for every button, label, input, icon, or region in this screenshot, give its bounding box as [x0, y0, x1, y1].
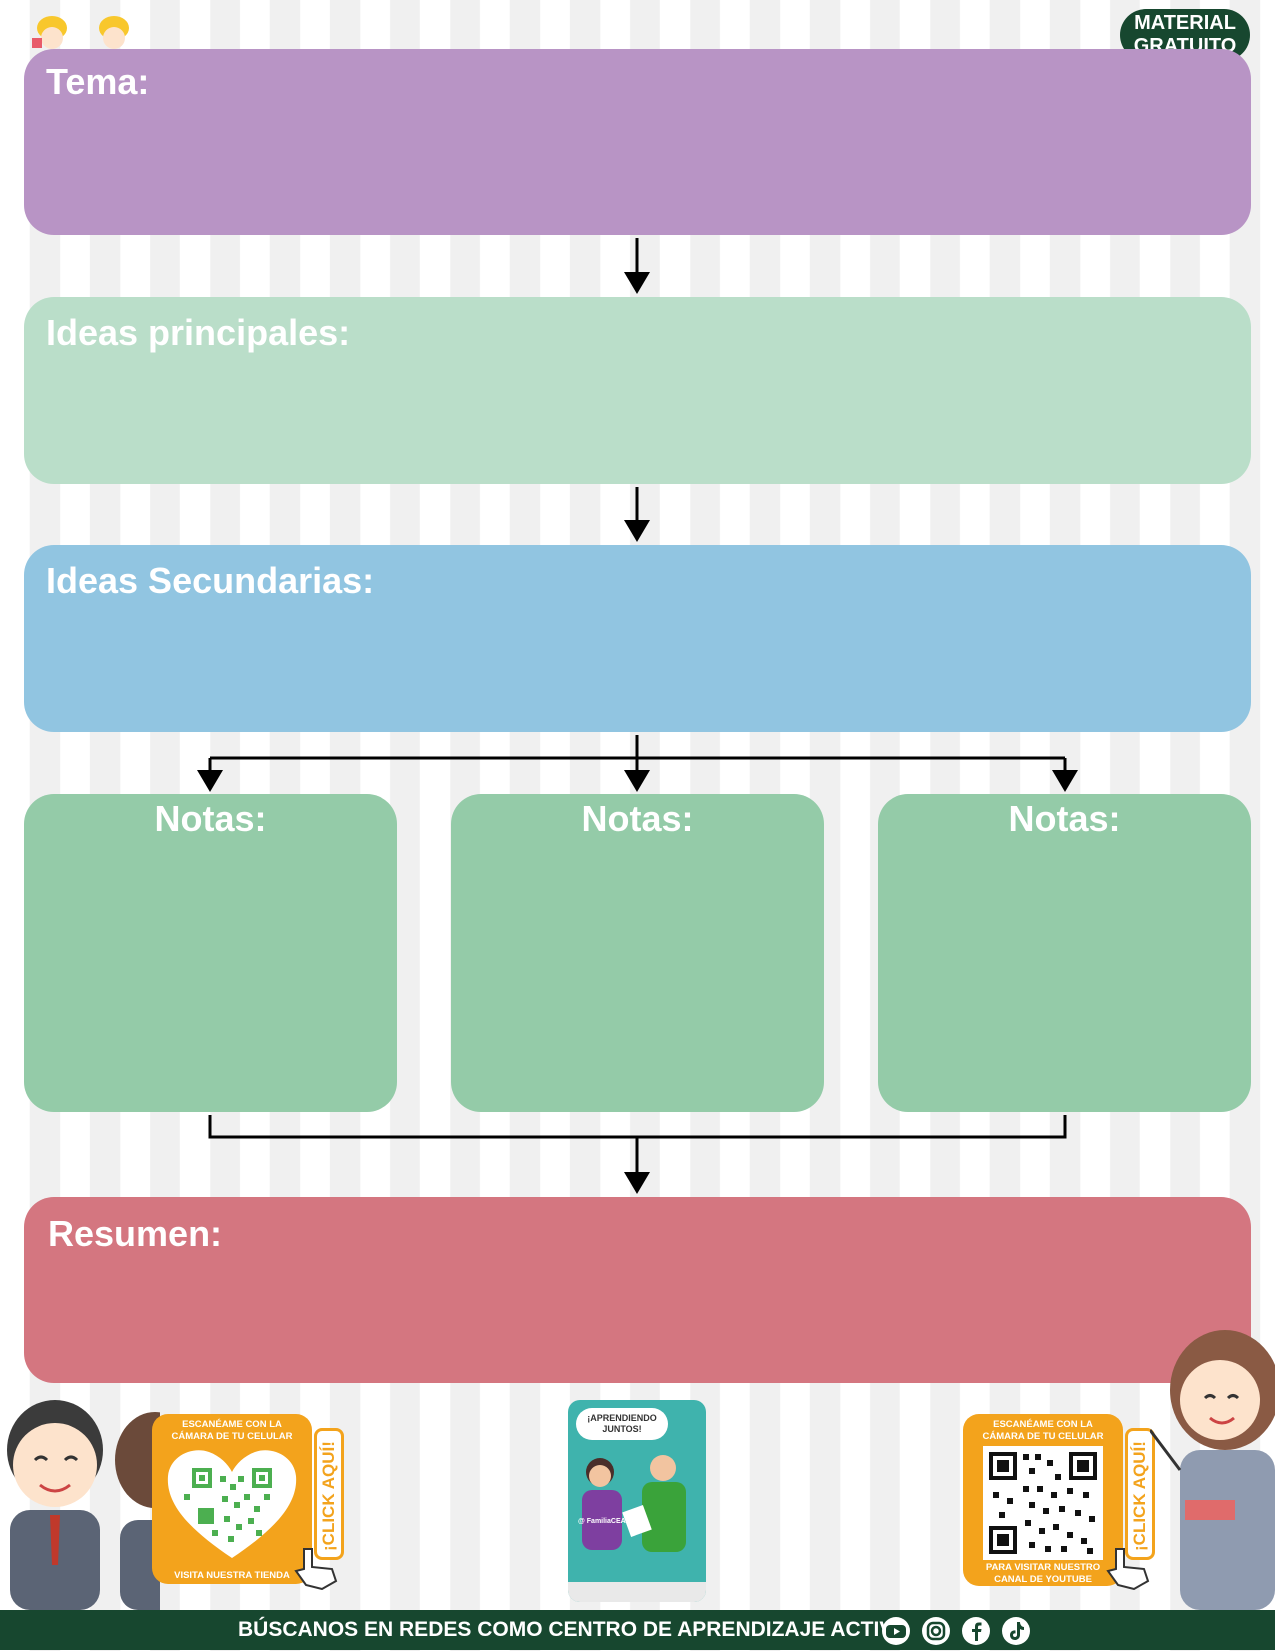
kids-illustration-top-left: [22, 8, 142, 50]
qr-card-store[interactable]: ESCANÉAME CON LA CÁMARA DE TU CELULAR VI…: [152, 1414, 312, 1584]
arrowhead-3a: [197, 770, 223, 792]
notas-box-1[interactable]: Notas:: [24, 794, 397, 1112]
resumen-label: Resumen:: [48, 1213, 223, 1254]
click-here-tab-right[interactable]: ¡CLICK AQUÍ!: [1125, 1428, 1155, 1560]
notas-box-3[interactable]: Notas:: [878, 794, 1251, 1112]
qr-youtube-caption-bottom: PARA VISITAR NUESTRO CANAL DE YOUTUBE: [985, 1562, 1101, 1585]
footer-bar: BÚSCANOS EN REDES COMO CENTRO DE APRENDI…: [0, 1610, 1275, 1650]
pointer-hand-icon: [292, 1545, 342, 1591]
qr-youtube-caption-top: ESCANÉAME CON LA CÁMARA DE TU CELULAR: [982, 1419, 1104, 1442]
phone-handle: @ FamiliaCEAA: [578, 1518, 631, 1525]
arrowhead-2: [624, 520, 650, 542]
notas-label-1: Notas:: [154, 798, 267, 839]
resumen-box[interactable]: Resumen:: [24, 1197, 1251, 1383]
tema-box[interactable]: Tema:: [24, 49, 1251, 235]
instagram-icon[interactable]: [922, 1617, 950, 1645]
facebook-icon[interactable]: [962, 1617, 990, 1645]
arrow-notas-merge: [208, 1115, 1067, 1180]
notas-label-2: Notas:: [581, 798, 694, 839]
click-here-right-label: ¡CLICK AQUÍ!: [1130, 1441, 1149, 1551]
qr-code-youtube[interactable]: [983, 1446, 1103, 1560]
arrowhead-3c: [1052, 770, 1078, 792]
social-phone-mockup[interactable]: ¡APRENDIENDO JUNTOS! @ FamiliaCEAA: [568, 1400, 706, 1602]
qr-store-caption-bottom: VISITA NUESTRA TIENDA: [174, 1570, 290, 1581]
youtube-icon[interactable]: [882, 1617, 910, 1645]
arrow-secundarias-split: [208, 735, 1067, 775]
phone-speech-bubble: ¡APRENDIENDO JUNTOS!: [576, 1408, 668, 1440]
arrowhead-3b: [624, 770, 650, 792]
footer-text: BÚSCANOS EN REDES COMO CENTRO DE APRENDI…: [238, 1618, 910, 1641]
pointer-hand-icon-right: [1104, 1545, 1154, 1591]
teacher-illustration: [1148, 1320, 1275, 1610]
notas-box-2[interactable]: Notas:: [451, 794, 824, 1112]
arrowhead-4: [624, 1172, 650, 1194]
students-illustration: [0, 1390, 195, 1610]
phone-people-illustration: [582, 1455, 686, 1552]
ideas-principales-box[interactable]: Ideas principales:: [24, 297, 1251, 484]
badge-line1: MATERIAL: [1134, 12, 1236, 34]
tema-label: Tema:: [46, 61, 150, 102]
click-here-left-label: ¡CLICK AQUÍ!: [319, 1441, 338, 1551]
qr-card-youtube[interactable]: ESCANÉAME CON LA CÁMARA DE TU CELULAR PA…: [963, 1414, 1123, 1586]
notas-label-3: Notas:: [1008, 798, 1121, 839]
phone-bubble-text: ¡APRENDIENDO JUNTOS!: [587, 1413, 657, 1434]
qr-store-caption-top: ESCANÉAME CON LA CÁMARA DE TU CELULAR: [171, 1419, 293, 1442]
click-here-tab-left[interactable]: ¡CLICK AQUÍ!: [314, 1428, 344, 1560]
ideas-principales-label: Ideas principales:: [46, 312, 351, 353]
tiktok-icon[interactable]: [1002, 1617, 1030, 1645]
ideas-secundarias-label: Ideas Secundarias:: [46, 560, 375, 601]
phone-nav-bar: [568, 1582, 706, 1602]
ideas-secundarias-box[interactable]: Ideas Secundarias:: [24, 545, 1251, 732]
qr-code-heart[interactable]: [164, 1446, 300, 1561]
arrowhead-1: [624, 272, 650, 294]
